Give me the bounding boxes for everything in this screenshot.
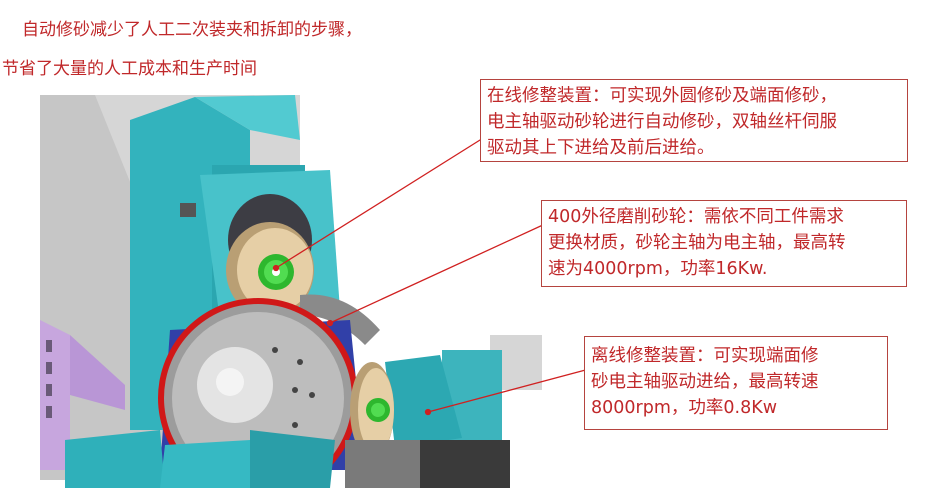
rail-slots: [46, 340, 52, 418]
callout-wheel-line-1: 400外径磨削砂轮：需依不同工件需求: [548, 207, 844, 227]
header-line-1: 自动修砂减少了人工二次装夹和拆卸的步骤，: [22, 20, 362, 40]
bottom-block-center: [250, 430, 335, 488]
callout-online-line-3: 驱动其上下进给及前后进给。: [487, 138, 715, 158]
callout-offline-line-1: 离线修整装置：可实现端面修: [591, 346, 819, 366]
knob-icon: [180, 203, 196, 217]
teal-column-face: [195, 95, 300, 140]
wheel-guard-hood: [300, 294, 380, 345]
callout-grinding-wheel: 400外径磨削砂轮：需依不同工件需求 更换材质，砂轮主轴为电主轴，最高转 速为4…: [541, 200, 907, 287]
callout-wheel-line-2: 更换材质，砂轮主轴为电主轴，最高转: [548, 233, 846, 253]
purple-rail-top: [70, 335, 125, 410]
offline-dresser: [345, 335, 542, 488]
callout-online-line-2: 电主轴驱动砂轮进行自动修砂，双轴丝杆伺服: [487, 112, 837, 132]
bottom-block-left: [65, 430, 165, 488]
callout-offline-dresser: 离线修整装置：可实现端面修 砂电主轴驱动进给，最高转速 8000rpm，功率0.…: [584, 336, 888, 430]
callout-online-dresser: 在线修整装置：可实现外圆修砂及端面修砂， 电主轴驱动砂轮进行自动修砂，双轴丝杆伺…: [480, 79, 908, 162]
callout-online-line-1: 在线修整装置：可实现外圆修砂及端面修砂，: [487, 86, 837, 106]
bottom-block-right: [160, 440, 250, 488]
header-line-2: 节省了大量的人工成本和生产时间: [2, 59, 257, 79]
callout-offline-line-3: 8000rpm，功率0.8Kw: [591, 398, 778, 418]
callout-offline-line-2: 砂电主轴驱动进给，最高转速: [591, 372, 819, 392]
leader-lines: [272, 134, 594, 416]
purple-rail: [40, 320, 70, 470]
callout-wheel-line-3: 速为4000rpm，功率16Kw.: [548, 259, 768, 279]
